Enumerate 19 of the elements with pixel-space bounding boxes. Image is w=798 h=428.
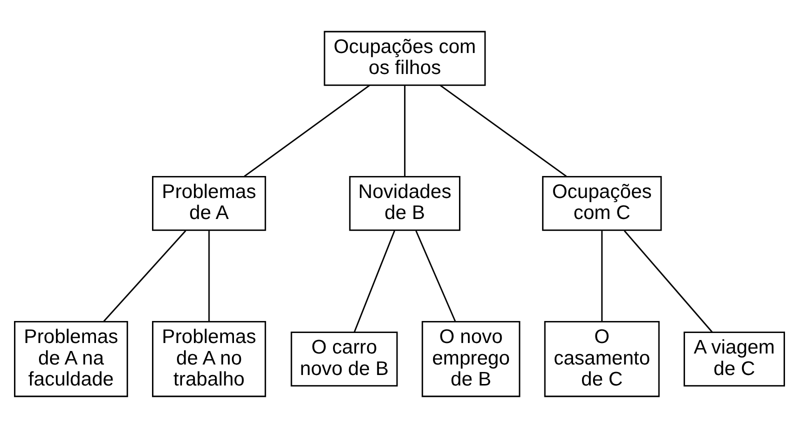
connector bbox=[414, 230, 456, 322]
node-box: Ocupações com os filhos bbox=[323, 30, 486, 86]
node-box: Problemas de A na faculdade bbox=[14, 321, 128, 398]
connector bbox=[243, 84, 370, 177]
connector bbox=[439, 84, 566, 177]
node-box: O novo emprego de B bbox=[421, 321, 520, 398]
connector bbox=[102, 230, 186, 322]
node-box: Problemas de A no trabalho bbox=[152, 321, 266, 398]
node-box: A viagem de C bbox=[683, 332, 784, 386]
connector bbox=[208, 230, 210, 322]
node-box: Novidades de B bbox=[348, 176, 460, 231]
connector bbox=[623, 230, 712, 333]
connector bbox=[353, 230, 395, 332]
node-box: Ocupações com C bbox=[542, 176, 662, 231]
node-box: O casamento de C bbox=[544, 321, 660, 398]
connector bbox=[404, 85, 405, 176]
node-box: Problemas de A bbox=[152, 176, 266, 231]
node-box: O carro novo de B bbox=[290, 332, 398, 386]
connector bbox=[600, 230, 602, 322]
